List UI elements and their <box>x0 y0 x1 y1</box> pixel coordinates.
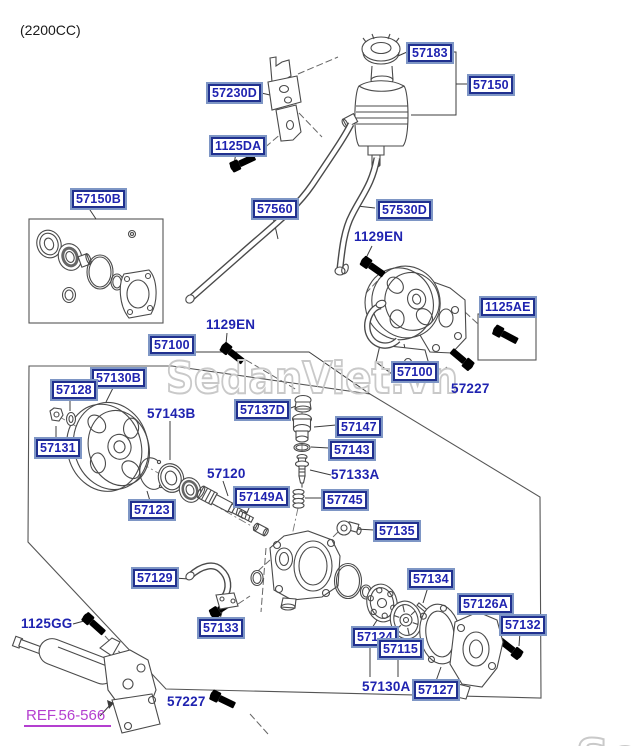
label-57127[interactable]: 57127 <box>414 681 458 699</box>
label-57560[interactable]: 57560 <box>253 200 297 218</box>
valve-cap-part <box>294 394 312 413</box>
oring-57143-part <box>293 442 311 453</box>
reservoir-part <box>341 33 409 168</box>
label-1125gg: 1125GG <box>21 616 73 631</box>
label-57147[interactable]: 57147 <box>337 418 381 436</box>
label-57227-bottom: 57227 <box>167 694 206 709</box>
pump-assembly-drawing <box>364 265 467 375</box>
label-57115[interactable]: 57115 <box>379 640 423 658</box>
vane-rotor-part <box>389 600 423 640</box>
seal-kit-contents <box>36 229 157 319</box>
rear-cover-part <box>449 611 504 700</box>
label-57134[interactable]: 57134 <box>409 570 453 588</box>
label-57530d[interactable]: 57530D <box>378 201 431 219</box>
label-57227-top: 57227 <box>451 381 490 396</box>
bearing-part <box>157 463 185 493</box>
watermark-partial-text: Sedan <box>576 729 636 746</box>
label-1129en-right: 1129EN <box>354 229 404 244</box>
label-57135[interactable]: 57135 <box>375 522 419 540</box>
bolt-1125gg-part <box>80 611 108 638</box>
front-housing-part <box>269 530 341 611</box>
label-57149a[interactable]: 57149A <box>235 488 288 506</box>
exploded-view-plate-outline <box>27 365 542 699</box>
bolt-1125ae-part <box>491 323 520 347</box>
label-57100-right[interactable]: 57100 <box>393 363 437 381</box>
rotor-part <box>366 583 398 623</box>
stud-part <box>237 510 255 523</box>
label-57143[interactable]: 57143 <box>330 441 374 459</box>
bolt-1125da-part <box>228 151 258 174</box>
valve-part <box>294 453 310 487</box>
seal-part <box>178 477 202 503</box>
label-1129en-left: 1129EN <box>206 317 256 332</box>
label-57132[interactable]: 57132 <box>501 616 545 634</box>
suction-tube-part <box>185 562 239 610</box>
label-57137d[interactable]: 57137D <box>236 401 289 419</box>
label-1125ae[interactable]: 1125AE <box>481 298 535 316</box>
label-57130b[interactable]: 57130B <box>92 369 145 387</box>
label-57131[interactable]: 57131 <box>36 439 80 457</box>
housing-oring-part <box>333 562 363 600</box>
suction-hose-part <box>185 122 355 304</box>
washer-part <box>65 411 77 427</box>
label-57745[interactable]: 57745 <box>323 491 367 509</box>
label-57133a: 57133A <box>331 467 380 482</box>
label-57126a[interactable]: 57126A <box>459 595 512 613</box>
label-57128[interactable]: 57128 <box>52 381 96 399</box>
label-57123[interactable]: 57123 <box>130 501 174 519</box>
steering-gear-drawing <box>11 635 161 734</box>
reference-link-ref-56-566[interactable]: REF.56-566 <box>24 707 112 727</box>
bolt-57227-bottom-part <box>208 688 237 711</box>
connector-part <box>291 413 313 443</box>
label-57130a: 57130A <box>362 679 411 694</box>
tube-oring-part <box>250 569 264 587</box>
engine-variant-label: (2200CC) <box>20 22 81 38</box>
label-57129[interactable]: 57129 <box>133 569 177 587</box>
label-57100-left[interactable]: 57100 <box>150 336 194 354</box>
label-57230d[interactable]: 57230D <box>208 84 261 102</box>
nut-part <box>49 407 64 422</box>
bushing-part <box>252 522 269 537</box>
spring-part <box>292 488 305 509</box>
label-57183[interactable]: 57183 <box>408 44 452 62</box>
bolt-1129en-right-part <box>358 254 387 280</box>
ref-arrow-head <box>107 700 114 709</box>
label-57150[interactable]: 57150 <box>469 76 513 94</box>
label-57133[interactable]: 57133 <box>199 619 243 637</box>
label-1125da[interactable]: 1125DA <box>211 137 266 155</box>
shaft-part <box>196 485 248 519</box>
label-57150b[interactable]: 57150B <box>72 190 125 208</box>
return-hose-part <box>334 157 381 276</box>
switch-part <box>336 520 362 536</box>
label-57143b: 57143B <box>147 406 196 421</box>
bracket-part <box>267 56 302 142</box>
label-57120: 57120 <box>207 466 246 481</box>
